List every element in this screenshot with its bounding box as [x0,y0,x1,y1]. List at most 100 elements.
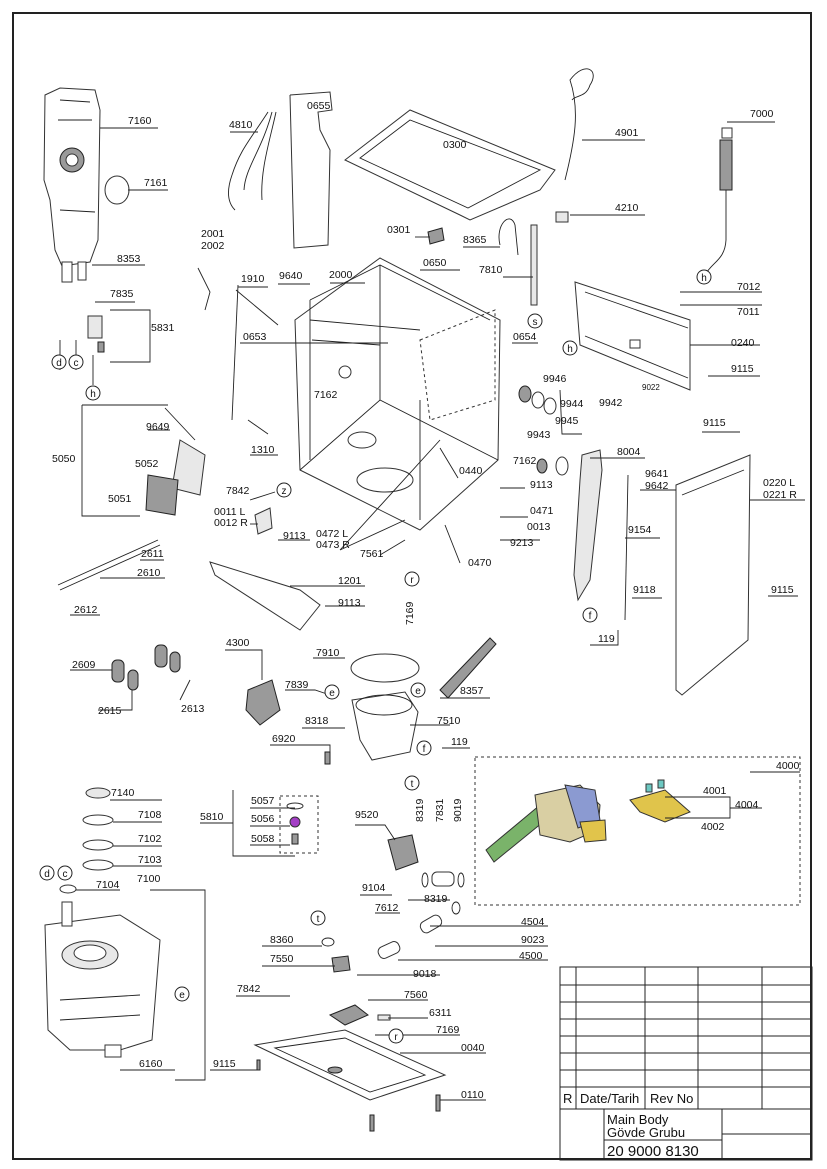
label-0654: 0654 [513,331,537,343]
callout-c-1: c [68,354,84,370]
insulation-strip-part [289,91,333,249]
label-2002: 2002 [201,240,225,252]
callout-s: s [527,313,543,329]
label-0301: 0301 [387,224,411,236]
label-2001: 2001 [201,228,225,240]
label-6160: 6160 [139,1058,163,1070]
callout-r-1: r [404,571,420,587]
label-9944: 9944 [560,398,584,410]
label-0472: 0472 L [316,528,348,540]
callout-f-1: f [582,607,598,623]
hose-part [431,871,455,887]
callout-t-1: t [404,775,420,791]
label-7011: 7011 [737,306,760,318]
label-0240: 0240 [731,337,755,349]
top-panel-part [344,109,556,221]
label-9649: 9649 [146,421,170,433]
latch-part [427,227,445,245]
label-7169-top: 7169 [404,601,416,625]
label-7162-mid: 7162 [513,455,537,467]
label-0473: 0473 R [316,539,350,551]
label-0012: 0012 R [214,517,248,529]
arm-part [573,449,603,602]
svg-text:r: r [410,575,414,586]
callout-t-2: t [310,910,326,926]
cable-part [564,68,594,181]
label-1201: 1201 [338,575,362,587]
label-7550: 7550 [270,953,294,965]
label-7162-top: 7162 [314,389,338,401]
svg-text:f: f [423,744,426,755]
float-part [328,1004,369,1026]
svg-text:t: t [411,779,414,790]
callout-f-2: f [416,740,432,756]
hook-part [498,218,519,256]
dispenser-panel-part [43,87,101,283]
leader-lines [59,121,805,1101]
callout-d-1: d [51,354,67,370]
label-4504: 4504 [521,916,545,928]
label-0471: 0471 [530,505,554,517]
label-5831: 5831 [151,322,175,334]
bracket-part [254,507,273,535]
valve-kit-part [279,795,319,854]
label-5056: 5056 [251,813,275,825]
callout-e-3: e [174,986,190,1002]
label-4000: 4000 [776,760,800,772]
cap-part [85,787,111,799]
label-9113-left: 9113 [283,530,306,542]
label-0013: 0013 [527,521,551,533]
label-6920: 6920 [272,733,296,745]
water-softener-part [44,901,161,1058]
rail-bar-part [57,539,161,591]
label-9104: 9104 [362,882,386,894]
part-number-labels: 7160 7161 8353 7835 5831 4810 0655 0300 … [52,100,800,1101]
label-5057: 5057 [251,795,275,807]
label-7910: 7910 [316,647,340,659]
label-9945: 9945 [555,415,579,427]
label-8319-upper: 8319 [414,798,426,822]
title-en: Main Body [607,1112,669,1127]
svg-text:e: e [329,688,335,699]
label-9943: 9943 [527,429,551,441]
label-8360: 8360 [270,934,294,946]
callout-h-2: h [696,269,712,285]
label-119-arm: 119 [598,633,615,645]
label-2611: 2611 [141,548,164,560]
label-9942: 9942 [599,397,623,409]
bearing-part [518,385,532,403]
svg-text:c: c [63,869,68,880]
label-9113-shelf: 9113 [338,597,361,609]
valve-body-part [387,834,419,871]
label-9115-rear: 9115 [731,363,754,375]
label-4300: 4300 [226,637,250,649]
label-119-sump: 119 [451,736,468,748]
label-7842-top: 7842 [226,485,250,497]
svg-text:d: d [44,869,50,880]
label-9018: 9018 [413,968,437,980]
callout-e-1: e [324,684,340,700]
label-2610: 2610 [137,567,161,579]
label-4210: 4210 [615,202,639,214]
label-1910: 1910 [241,273,265,285]
label-7831: 7831 [434,798,446,822]
label-7000: 7000 [750,108,774,120]
label-9115-side: 9115 [703,417,726,429]
label-6311: 6311 [429,1007,452,1019]
label-1310: 1310 [251,444,275,456]
drain-pump-part [245,679,281,726]
electronic-card-part [171,439,206,496]
sensor-part [719,127,733,191]
label-7103: 7103 [138,854,162,866]
svg-text:e: e [415,686,421,697]
label-9023: 9023 [521,934,545,946]
label-0110: 0110 [461,1089,484,1101]
label-7842-bottom: 7842 [237,983,261,995]
label-8318: 8318 [305,715,329,727]
svg-text:t: t [317,914,320,925]
label-9115-base: 9115 [213,1058,236,1070]
label-7160: 7160 [128,115,152,127]
date-label: Date/Tarih [580,1091,639,1106]
label-4002: 4002 [701,821,725,833]
foot-part [111,659,125,683]
